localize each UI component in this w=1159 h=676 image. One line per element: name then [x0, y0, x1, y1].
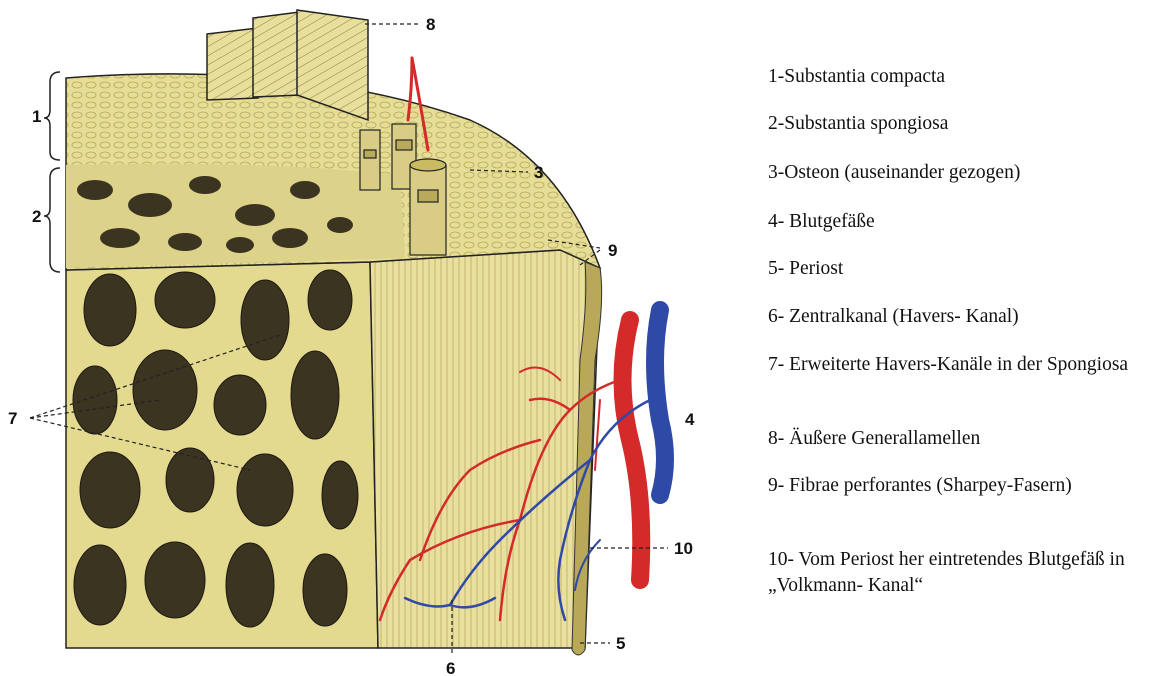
- legend-item-7: 7- Erweiterte Havers-Kanäle in der Spong…: [768, 352, 1158, 378]
- legend-item-3: 3-Osteon (auseinander gezogen): [768, 160, 1158, 186]
- legend-item-6: 6- Zentralkanal (Havers- Kanal): [768, 304, 1158, 330]
- legend-item-5: 5- Periost: [768, 256, 1158, 282]
- callout-10: 10: [674, 539, 693, 558]
- callout-8: 8: [426, 15, 435, 34]
- callout-1: 1: [32, 107, 41, 126]
- legend-item-2: 2-Substantia spongiosa: [768, 111, 1158, 137]
- legend-item-1: 1-Substantia compacta: [768, 64, 1158, 90]
- legend-item-8: 8- Äußere Generallamellen: [768, 426, 1158, 452]
- callout-5: 5: [616, 634, 625, 653]
- bracket-2: [44, 168, 60, 272]
- longitudinal-face: [370, 250, 600, 648]
- callout-4: 4: [685, 410, 695, 429]
- vein-main: [655, 310, 665, 495]
- callout-2: 2: [32, 207, 41, 226]
- legend-item-9: 9- Fibrae perforantes (Sharpey-Fasern): [768, 473, 1158, 499]
- callout-6: 6: [446, 659, 455, 676]
- bone-structure-illustration: 1 2 3 4 5 6 7 8 9 10: [0, 0, 760, 676]
- callout-7: 7: [8, 409, 17, 428]
- bracket-marks: [44, 72, 60, 272]
- artery-main: [623, 320, 642, 580]
- legend-item-4: 4- Blutgefäße: [768, 209, 1158, 235]
- callout-3: 3: [534, 163, 543, 182]
- legend-item-10: 10- Vom Periost her eintretendes Blutgef…: [768, 547, 1158, 599]
- bracket-1: [44, 72, 60, 160]
- callout-9: 9: [608, 241, 617, 260]
